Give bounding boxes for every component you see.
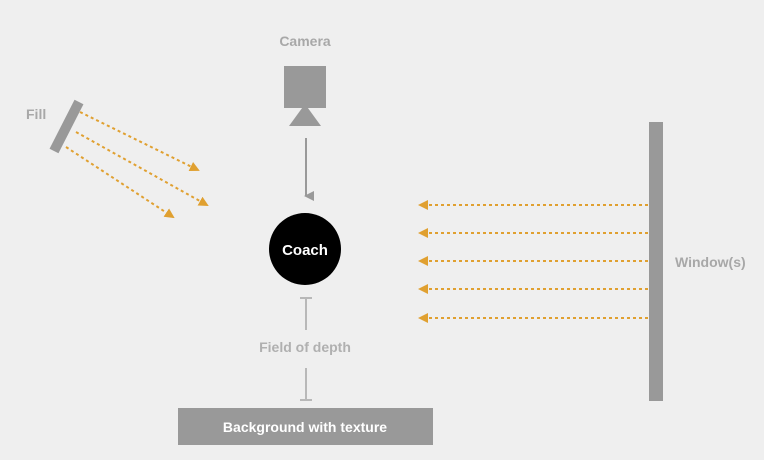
field-of-depth-marker-top [300,297,312,330]
background-label: Background with texture [223,419,387,435]
fill-ray [65,146,175,219]
camera-label: Camera [279,33,331,49]
background-bar [178,408,433,445]
fill-label: Fill [26,106,46,122]
fill-light-panel [49,99,84,154]
fill-ray [79,111,200,171]
coach-label: Coach [282,242,328,259]
coach-circle [269,213,341,285]
windows-label: Window(s) [675,254,746,270]
field-of-depth-label: Field of depth [259,339,351,355]
camera-icon [284,66,326,126]
window-panel [649,122,663,401]
fill-ray [75,131,209,206]
field-of-depth-marker-bottom [300,368,312,401]
